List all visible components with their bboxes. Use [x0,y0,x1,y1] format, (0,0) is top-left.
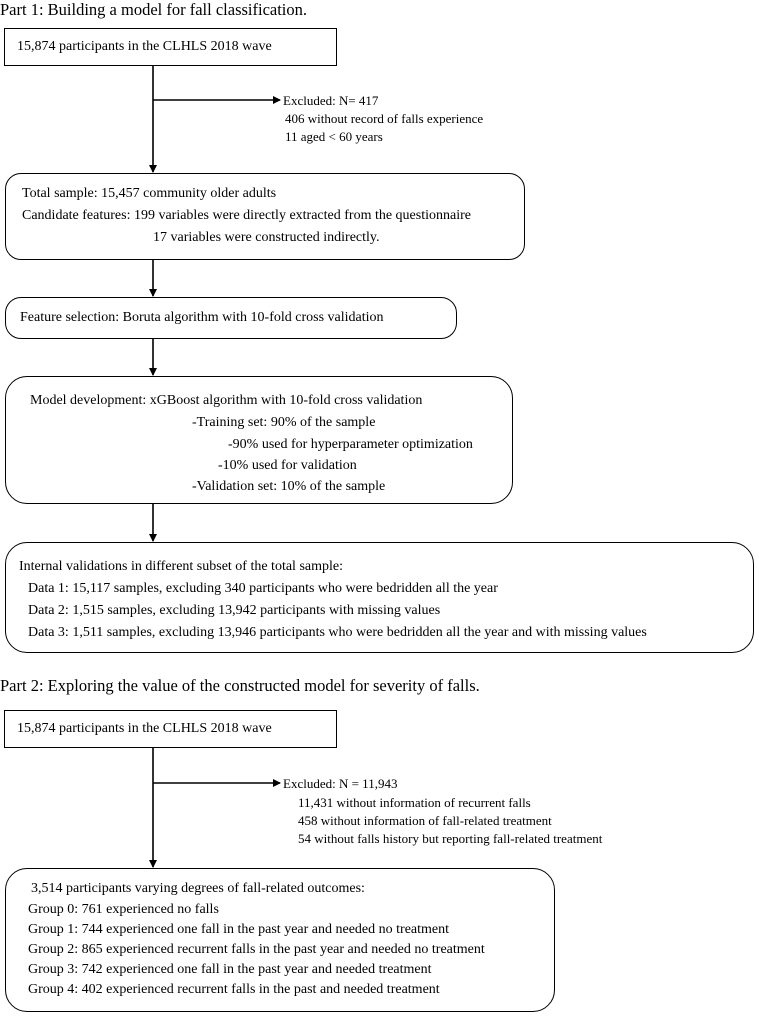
validation-set-line: -Validation set: 10% of the sample [192,479,386,494]
fall-outcomes-title: 3,514 participants varying degrees of fa… [31,881,365,896]
outcome-group-item: Group 0: 761 experienced no falls [28,902,219,917]
part1-excluded-line: 406 without record of falls experience [285,111,484,126]
part2-excluded-title: Excluded: N = 11,943 [283,776,398,791]
feature-selection-box: Feature selection: Boruta algorithm with… [5,297,457,339]
outcome-group-item: Group 3: 742 experienced one fall in the… [28,962,432,977]
part1-excluded-line: 11 aged < 60 years [285,129,383,144]
part2-start-box: 15,874 participants in the CLHLS 2018 wa… [4,710,337,748]
part1-start-text: 15,874 participants in the CLHLS 2018 wa… [17,39,272,54]
part1-excluded-title: Excluded: N= 417 [283,93,379,108]
outcome-group-item: Group 2: 865 experienced recurrent falls… [28,942,485,957]
part2-heading: Part 2: Exploring the value of the const… [0,676,480,695]
internal-validation-title: Internal validations in different subset… [19,559,343,574]
total-sample-line: Total sample: 15,457 community older adu… [22,186,277,201]
model-development-line: Model development: xGBoost algorithm wit… [30,393,423,408]
part2-excluded-line: 54 without falls history but reporting f… [298,831,603,846]
part2-excluded-line: 458 without information of fall-related … [298,813,552,828]
internal-validation-item: Data 3: 1,511 samples, excluding 13,946 … [28,625,647,640]
constructed-variables-line: 17 variables were constructed indirectly… [153,230,380,245]
part1-start-box: 15,874 participants in the CLHLS 2018 wa… [4,28,337,66]
validation-split-line: -10% used for validation [218,458,357,473]
outcome-group-item: Group 4: 402 experienced recurrent falls… [28,982,440,997]
training-set-line: -Training set: 90% of the sample [192,415,376,430]
part2-start-text: 15,874 participants in the CLHLS 2018 wa… [17,721,272,736]
feature-selection-text: Feature selection: Boruta algorithm with… [20,310,384,325]
fall-outcomes-box: 3,514 participants varying degrees of fa… [5,868,555,1012]
part2-excluded-line: 11,431 without information of recurrent … [298,795,531,810]
model-development-box: Model development: xGBoost algorithm wit… [5,376,513,504]
hyperparameter-line: -90% used for hyperparameter optimizatio… [228,437,473,452]
internal-validation-item: Data 2: 1,515 samples, excluding 13,942 … [28,603,441,618]
candidate-features-line: Candidate features: 199 variables were d… [22,208,471,223]
total-sample-box: Total sample: 15,457 community older adu… [5,173,525,260]
outcome-group-item: Group 1: 744 experienced one fall in the… [28,922,450,937]
internal-validation-item: Data 1: 15,117 samples, excluding 340 pa… [28,581,498,596]
internal-validation-box: Internal validations in different subset… [5,542,754,653]
part1-heading: Part 1: Building a model for fall classi… [0,0,308,19]
